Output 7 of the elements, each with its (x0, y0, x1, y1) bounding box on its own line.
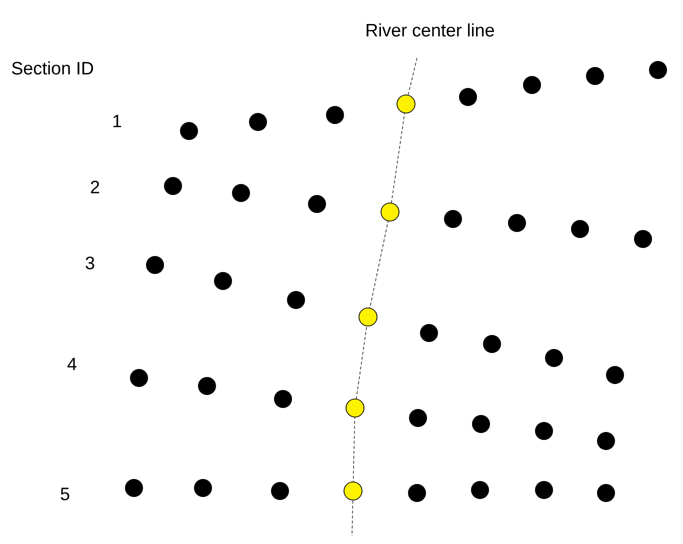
section-number: 1 (113, 114, 122, 128)
section-number: 5 (60, 488, 70, 500)
section-number: 2 (90, 180, 100, 194)
line-label: River center line (366, 23, 494, 37)
section-number: 4 (67, 358, 76, 370)
axis-label: Section ID (12, 61, 94, 75)
section-number: 3 (86, 256, 94, 270)
